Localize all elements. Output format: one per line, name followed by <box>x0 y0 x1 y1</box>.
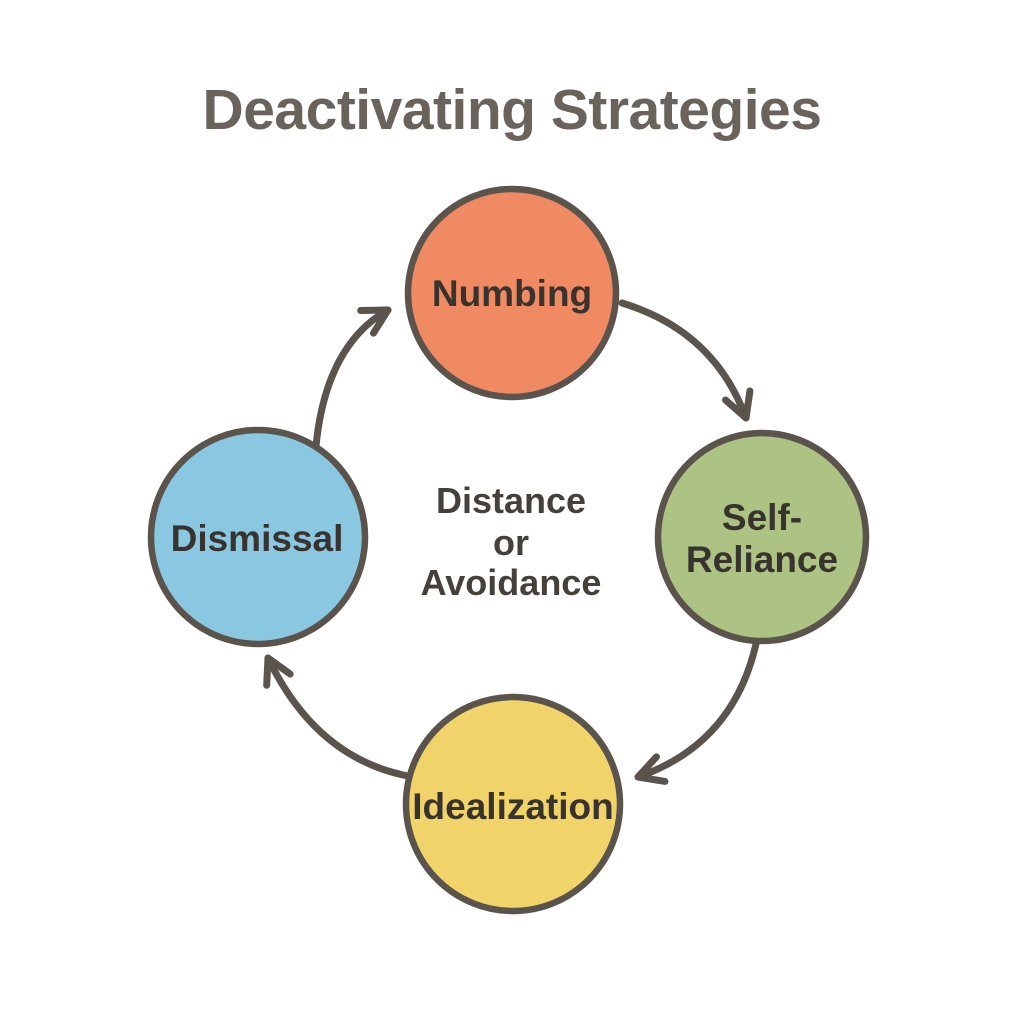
idealization-label: Idealization <box>412 786 613 827</box>
center-caption-line2: or <box>493 522 529 563</box>
dismissal-circle <box>147 426 369 648</box>
arrow-numbing-to-self-reliance <box>618 299 754 422</box>
diagram-title: Deactivating Strategies <box>202 78 822 142</box>
center-caption-line1: Distance <box>436 480 586 521</box>
dismissal-label: Dismissal <box>171 518 344 559</box>
self-reliance-label-line1: Self- <box>722 497 802 538</box>
arrow-idealization-to-dismissal <box>263 654 412 780</box>
self-reliance-circle <box>654 429 870 645</box>
self-reliance-label-line2: Reliance <box>686 539 838 580</box>
arrow-self-reliance-to-idealization <box>634 640 760 785</box>
center-caption-line3: Avoidance <box>421 562 602 603</box>
numbing-label: Numbing <box>432 273 592 314</box>
idealization-circle <box>402 693 624 915</box>
numbing-circle <box>404 185 620 401</box>
arrow-dismissal-to-numbing <box>312 306 392 450</box>
